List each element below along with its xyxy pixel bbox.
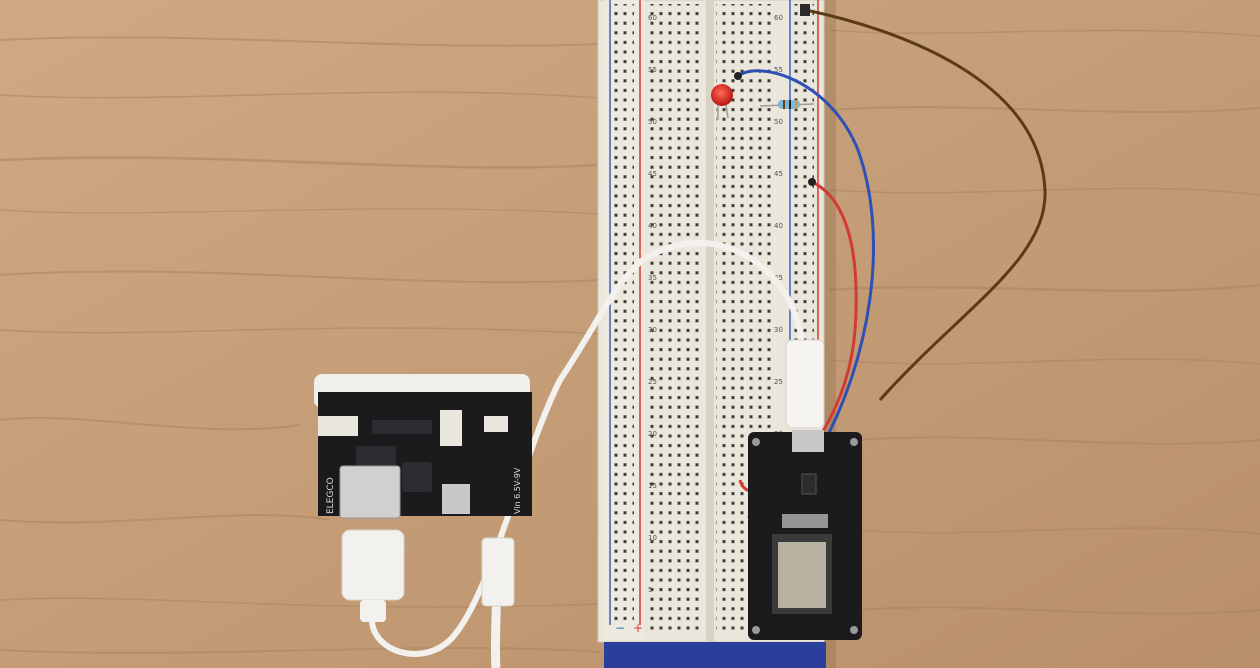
row-label-40-left: 40	[648, 222, 657, 230]
usb-plug-esp32	[785, 339, 825, 429]
row-label-25-right: 25	[774, 378, 783, 386]
row-label-40-right: 40	[774, 222, 783, 230]
row-label-20-left: 20	[648, 430, 657, 438]
esp32-board	[748, 430, 862, 640]
row-label-55-right: 55	[774, 66, 783, 74]
power-module-voltage: Vin 6.5V-9V	[513, 467, 522, 514]
row-label-10-left: 10	[648, 534, 657, 542]
wood-grain	[0, 29, 1260, 654]
row-label-60-left: 60	[648, 14, 657, 22]
row-label-35-right: 35	[774, 274, 783, 282]
rail-plus-label: +	[633, 621, 643, 635]
rail-minus-label: −	[615, 621, 625, 635]
brown-wire	[805, 8, 1047, 401]
power-module: ELEGCO Vin 6.5V-9V	[314, 374, 532, 519]
row-label-30-left: 30	[648, 326, 657, 334]
row-label-60-right: 60	[774, 14, 783, 22]
row-label-50-right: 50	[774, 118, 783, 126]
resistor	[759, 100, 815, 109]
row-label-50-left: 50	[648, 118, 657, 126]
blue-tape	[604, 642, 826, 668]
row-label-25-left: 25	[648, 378, 657, 386]
red-led	[711, 84, 733, 120]
white-usb-cable	[369, 240, 805, 657]
row-label-45-right: 45	[774, 170, 783, 178]
row-label-45-left: 45	[648, 170, 657, 178]
row-label-5-left: 5	[648, 586, 652, 594]
row-label-15-left: 15	[648, 482, 657, 490]
row-label-55-left: 55	[648, 66, 657, 74]
row-label-35-left: 35	[648, 274, 657, 282]
power-module-brand: ELEGCO	[326, 477, 336, 514]
row-label-30-right: 30	[774, 326, 783, 334]
usb-plug-module	[341, 529, 405, 601]
